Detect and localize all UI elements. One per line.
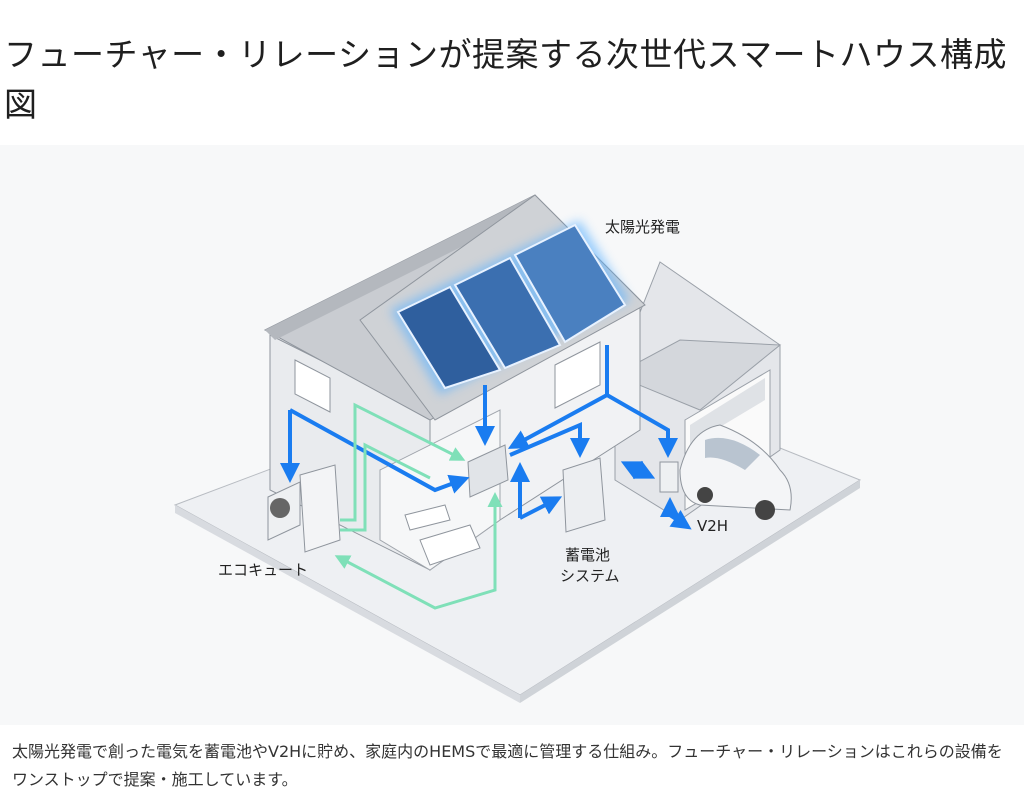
label-v2h: V2H [697, 517, 728, 535]
equipment [267, 444, 679, 553]
page-title: フューチャー・リレーションが提案する次世代スマートハウス構成図 [4, 35, 1008, 124]
smart-house-diagram: 太陽光発電 エコキュート 蓄電池 システム V2H [0, 145, 1024, 725]
label-ecocute: エコキュート [218, 561, 308, 579]
heat-flow-arrows [334, 402, 503, 610]
power-flow-arrows [280, 345, 692, 530]
label-battery-line1: 蓄電池 [565, 546, 610, 564]
figure-caption: 太陽光発電で創った電気を蓄電池やV2Hに貯め、家庭内のHEMSで最適に管理する仕… [12, 742, 1003, 789]
car [679, 424, 792, 520]
label-battery-line2: システム [560, 567, 620, 585]
label-solar: 太陽光発電 [605, 218, 680, 236]
solar-panels [390, 220, 630, 395]
